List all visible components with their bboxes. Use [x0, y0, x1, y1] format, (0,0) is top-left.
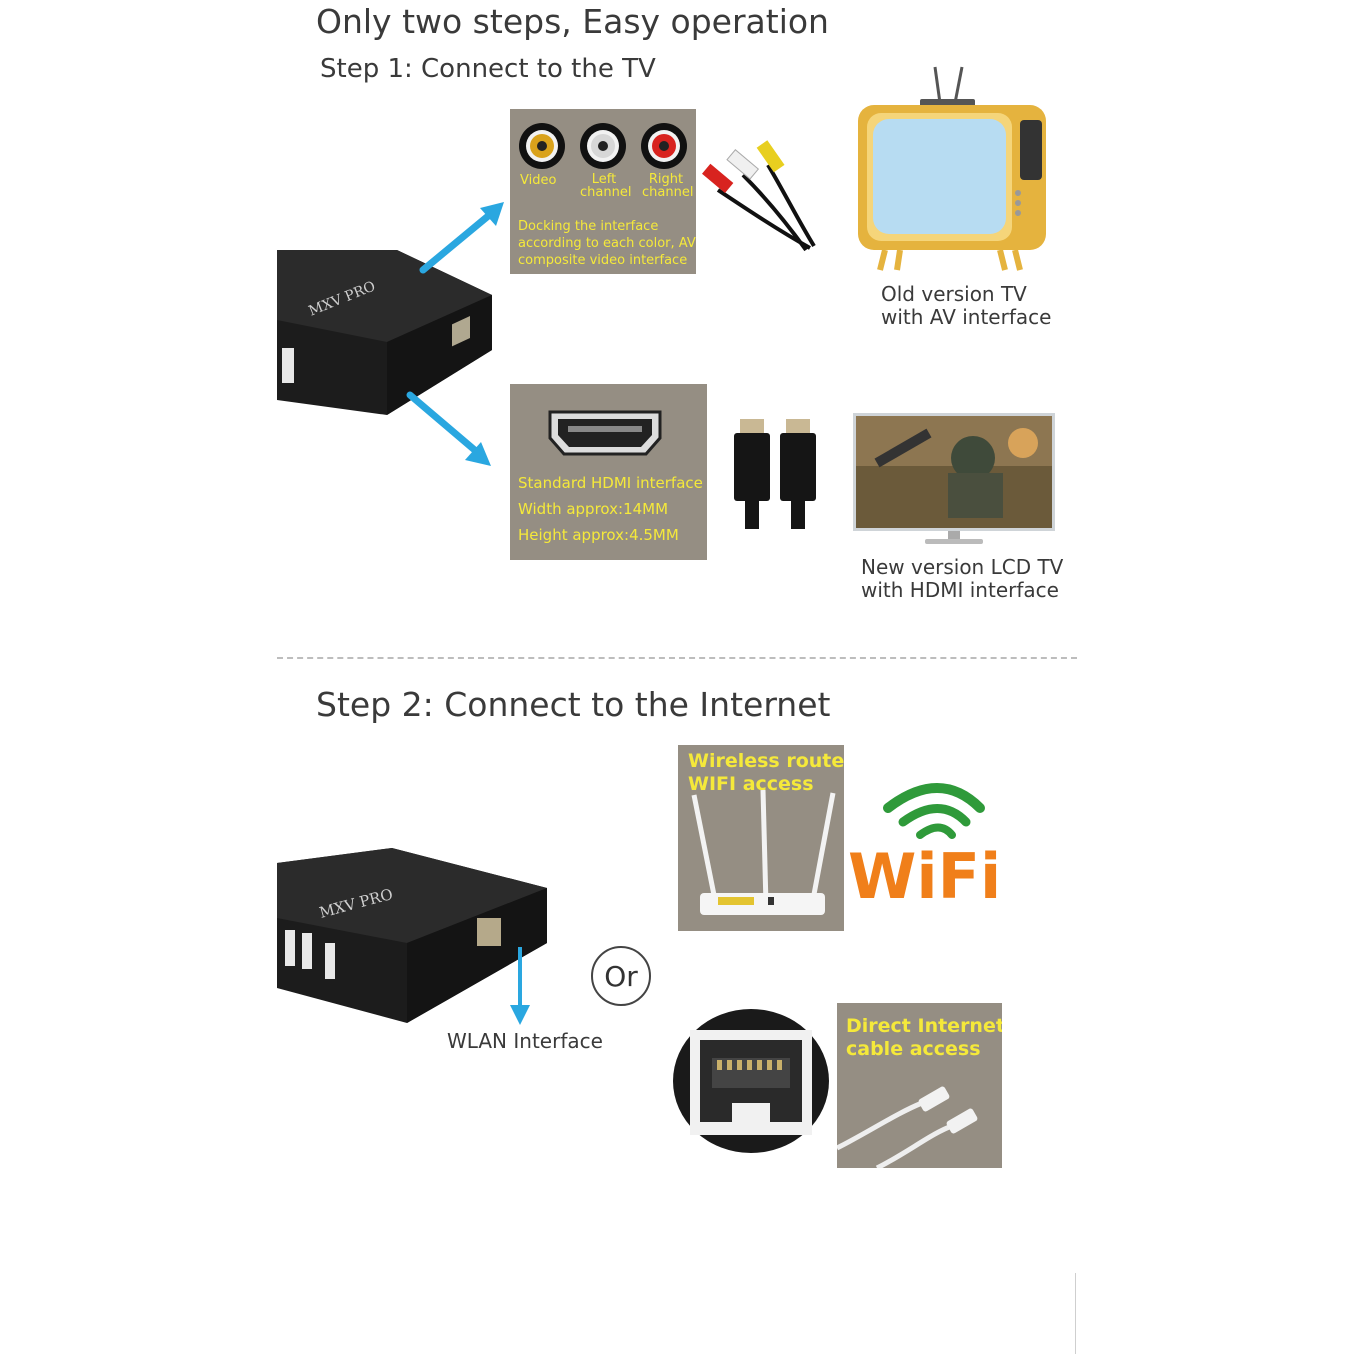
- section-divider: [277, 657, 1077, 659]
- ethernet-cable-icon: [837, 1078, 1002, 1168]
- ethernet-port-icon: [672, 1008, 830, 1153]
- new-tv-caption-line2: with HDMI interface: [861, 578, 1059, 602]
- video-jack-icon: [518, 122, 566, 170]
- wlan-label: WLAN Interface: [447, 1029, 603, 1053]
- arrow-up-icon: [418, 200, 508, 275]
- new-tv-caption-line1: New version LCD TV: [861, 555, 1064, 579]
- cable-desc-line2: cable access: [846, 1038, 981, 1060]
- rca-cable-icon: [698, 130, 818, 255]
- wlan-arrow-icon: [508, 945, 532, 1027]
- edge-line: [1075, 1273, 1076, 1354]
- hdmi-port-icon: [546, 408, 664, 458]
- right-label-line2: channel: [642, 185, 694, 200]
- old-tv-icon: [855, 65, 1050, 275]
- step1-heading: Step 1: Connect to the TV: [320, 54, 656, 84]
- av-description: Docking the interface according to each …: [518, 218, 696, 269]
- wireless-router-panel: Wireless router WIFI access: [678, 745, 844, 931]
- tv-box-device-bottom: MXV PRO: [277, 848, 552, 1028]
- old-tv-caption: Old version TV with AV interface: [881, 283, 1051, 329]
- video-label: Video: [520, 173, 557, 188]
- left-channel-jack-icon: [579, 122, 627, 170]
- right-channel-label: Right channel: [642, 172, 694, 200]
- hdmi-cable-icon: [732, 417, 822, 532]
- lcd-tv-icon: [853, 413, 1055, 548]
- router-desc-line2: WIFI access: [688, 773, 814, 795]
- router-desc-line1: Wireless router: [688, 750, 844, 772]
- old-tv-caption-line2: with AV interface: [881, 305, 1052, 329]
- arrow-down-icon: [405, 390, 495, 470]
- cable-desc-line1: Direct Internet: [846, 1015, 1002, 1037]
- av-desc-line1: Docking the interface: [518, 219, 659, 234]
- tv-box-device-top: MXV PRO: [277, 250, 497, 420]
- router-description: Wireless router WIFI access: [688, 750, 844, 796]
- or-circle: Or: [591, 946, 651, 1006]
- hdmi-interface-panel: Standard HDMI interface Width approx:14M…: [510, 384, 707, 560]
- av-desc-line2: according to each color, AV: [518, 236, 696, 251]
- av-desc-line3: composite video interface: [518, 253, 688, 268]
- hdmi-description: Standard HDMI interface Width approx:14M…: [518, 470, 703, 548]
- new-tv-caption: New version LCD TV with HDMI interface: [861, 556, 1063, 602]
- wifi-logo-icon: WiFi: [848, 780, 1008, 905]
- hdmi-desc-line2: Width approx:14MM: [518, 500, 669, 518]
- av-interface-panel: Video Left channel Right channel Docking…: [510, 109, 696, 274]
- right-label-line1: Right: [648, 172, 684, 187]
- page-title: Only two steps, Easy operation: [316, 2, 829, 41]
- old-tv-caption-line1: Old version TV: [881, 282, 1027, 306]
- left-channel-label: Left channel: [580, 172, 632, 200]
- step2-heading: Step 2: Connect to the Internet: [316, 685, 831, 724]
- hdmi-desc-line1: Standard HDMI interface: [518, 474, 703, 492]
- left-label-line1: Left: [591, 172, 617, 187]
- direct-cable-panel: Direct Internet cable access: [837, 1003, 1002, 1168]
- right-channel-jack-icon: [640, 122, 688, 170]
- wifi-logo-text: WiFi: [848, 840, 1001, 905]
- left-label-line2: channel: [580, 185, 632, 200]
- router-icon: [688, 785, 838, 925]
- hdmi-desc-line3: Height approx:4.5MM: [518, 526, 679, 544]
- cable-description: Direct Internet cable access: [846, 1015, 1002, 1061]
